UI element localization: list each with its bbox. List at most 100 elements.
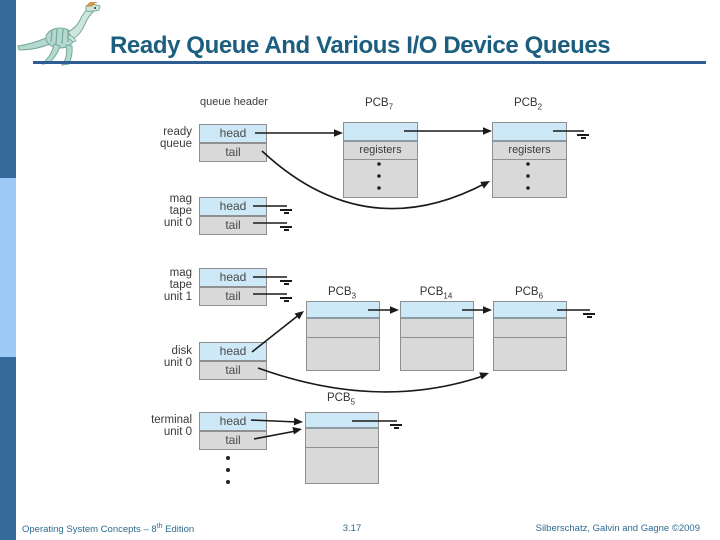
pcb5-body-band [306,448,378,483]
ready-queue-head-cell: head [200,125,266,144]
pcb6-link-band [494,302,566,319]
pcb5-label-text: PCB [326,392,351,404]
slide-number: 3.17 [342,523,362,534]
ellipsis-dot [226,468,230,472]
mag-tape-unit-0-name-line: tape [169,205,192,217]
pcb2-label-sub: 2 [537,102,543,112]
pcb14-label-sub: 14 [443,291,453,301]
pcb2-label-text: PCB [513,97,538,109]
pcb14-body-band [401,338,473,370]
mag-tape-unit-1-tail-cell: tail [200,288,266,305]
sidebar-top-segment [0,0,16,178]
footer-edition-text: Edition [162,524,195,536]
ready-queue-name-line: ready [163,126,192,138]
pcb6-box [493,301,567,371]
disk-unit-0-name-line: unit 0 [163,357,192,369]
ready-queue-tail-cell: tail [200,144,266,161]
disk-unit-0-name: disk unit 0 [120,345,192,369]
null-pointer-icon [583,313,595,318]
null-pointer-icon [280,226,292,231]
sidebar-bottom-segment [0,357,16,540]
arrowhead [479,372,489,380]
null-pointer-icon [280,280,292,285]
pcb3-label-text: PCB [327,286,352,298]
pcb14-mid-band [401,319,473,338]
ready-queue-box: head tail [199,124,267,162]
disk-unit-0-tail-cell: tail [200,362,266,379]
ellipsis-dot [226,480,230,484]
mag-tape-unit-1-box: head tail [199,268,267,306]
terminal-unit-0-head-cell: head [200,413,266,432]
mag-tape-unit-1-name: mag tape unit 1 [120,267,192,303]
mag-tape-unit-1-name-line: mag [169,267,192,279]
arrowhead [334,129,343,137]
dinosaur-crest [86,2,99,7]
terminal-unit-0-tail-cell: tail [200,432,266,449]
pcb5-box [305,412,379,484]
pcb7-body-band [344,160,417,197]
terminal-unit-0-box: head tail [199,412,267,450]
pcb5-label: PCB5 [327,392,355,406]
pcb2-registers-cell: registers [493,142,566,160]
pcb2-body-band [493,160,566,197]
arrow-disk-tail-to-pcb6 [257,367,487,393]
dinosaur-eye [94,7,96,9]
pcb6-body-band [494,338,566,370]
dinosaur-logo [17,2,101,66]
pcb14-label: PCB14 [420,286,453,300]
ready-queue-name-line: queue [160,138,192,150]
pcb5-label-sub: 5 [350,397,356,407]
arrowhead [294,311,304,320]
pcb6-mid-band [494,319,566,338]
pcb14-box [400,301,474,371]
mag-tape-unit-0-name-line: mag [169,193,192,205]
pcb3-label-sub: 3 [351,291,357,301]
terminal-unit-0-name-line: terminal [151,414,192,426]
dinosaur-neck [67,8,94,40]
null-pointer-icon [280,209,292,214]
queue-header-label: queue header [200,96,268,108]
dinosaur-front-leg [60,44,73,66]
dinosaur-stripes [50,28,69,45]
disk-unit-0-box: head tail [199,342,267,380]
disk-unit-0-name-line: disk [171,345,192,357]
dinosaur-arm [67,34,77,43]
pcb7-link-band [344,123,417,142]
terminal-unit-0-name: terminal unit 0 [120,414,192,438]
ready-queue-name: ready queue [120,126,192,150]
mag-tape-unit-1-name-line: unit 1 [163,291,192,303]
disk-unit-0-head-cell: head [200,343,266,362]
pcb7-label: PCB7 [365,97,393,111]
null-pointer-icon [390,424,402,429]
footer-book-title-text: Operating System Concepts – 8 [22,524,157,536]
pcb5-mid-band [306,429,378,448]
page-title: Ready Queue And Various I/O Device Queue… [110,32,611,59]
pcb3-mid-band [307,319,379,338]
pcb2-box: registers [492,122,567,198]
mag-tape-unit-1-name-line: tape [169,279,192,291]
pcb14-label-text: PCB [419,286,444,298]
pcb2-label: PCB2 [514,97,542,111]
pcb3-box [306,301,380,371]
null-pointer-icon [577,134,589,139]
footer-authors: Silberschatz, Galvin and Gagne ©2009 [535,523,700,534]
arrowhead [293,417,303,426]
pcb6-label-text: PCB [514,286,539,298]
arrowhead [480,181,490,189]
mag-tape-unit-0-name-line: unit 0 [163,217,192,229]
sidebar-middle-segment [0,178,16,357]
dinosaur-tail [17,37,51,51]
arrowhead [292,426,302,435]
footer-book-title: Operating System Concepts – 8th Edition [22,523,194,535]
null-pointer-icon [280,297,292,302]
ellipsis-dot [226,456,230,460]
arrowhead [483,127,492,135]
pcb6-label: PCB6 [515,286,543,300]
title-underline [33,61,706,64]
pcb7-box: registers [343,122,418,198]
pcb7-registers-cell: registers [344,142,417,160]
pcb7-label-text: PCB [364,97,389,109]
footer-edition-sup: th [156,523,163,530]
pcb6-label-sub: 6 [538,291,544,301]
